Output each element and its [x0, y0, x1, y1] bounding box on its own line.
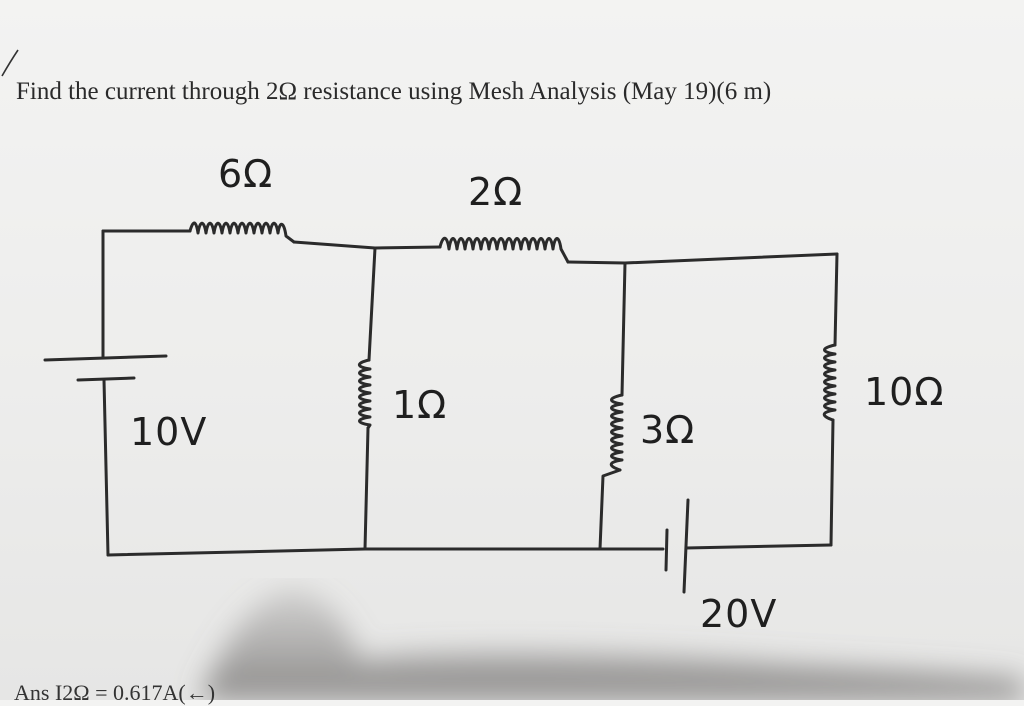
answer-text: Ans I2Ω = 0.617A(←) [14, 680, 216, 705]
label-10v: 10V [130, 410, 208, 454]
wire-10ohm-top [833, 252, 839, 347]
label-10ohm: 10Ω [864, 370, 945, 414]
pen-stroke-mark [1, 49, 19, 77]
resistor-10ohm [822, 343, 837, 422]
label-6ohm: 6Ω [218, 152, 274, 196]
wire-1ohm-bottom [363, 426, 370, 551]
question-text: Find the current through 2Ω resistance u… [16, 78, 772, 105]
resistor-6ohm [188, 221, 296, 244]
resistor-3ohm [609, 393, 624, 472]
resistor-2ohm [438, 236, 570, 264]
battery-20v-short-plate [664, 528, 669, 572]
label-1ohm: 1Ω [392, 383, 448, 427]
wire-bottom [106, 547, 665, 557]
wire-20v-right [684, 543, 833, 550]
wire-10ohm-bottom [829, 418, 835, 547]
wire-1ohm-top [367, 246, 377, 362]
wire-node-a [292, 240, 377, 250]
wire-3ohm-bottom [598, 468, 622, 551]
battery-20v-long-plate [682, 498, 690, 594]
resistor-1ohm [357, 358, 372, 430]
label-3ohm: 3Ω [640, 408, 696, 452]
wire-3ohm-top [620, 261, 627, 397]
battery-10v-short-plate [76, 376, 136, 382]
wire-a-to-2ohm [373, 245, 442, 250]
label-20v: 20V [700, 592, 778, 636]
wire-top-right [566, 252, 839, 265]
label-2ohm: 2Ω [468, 170, 524, 214]
wire-left-bottom [102, 378, 110, 557]
battery-10v-long-plate [43, 354, 168, 362]
